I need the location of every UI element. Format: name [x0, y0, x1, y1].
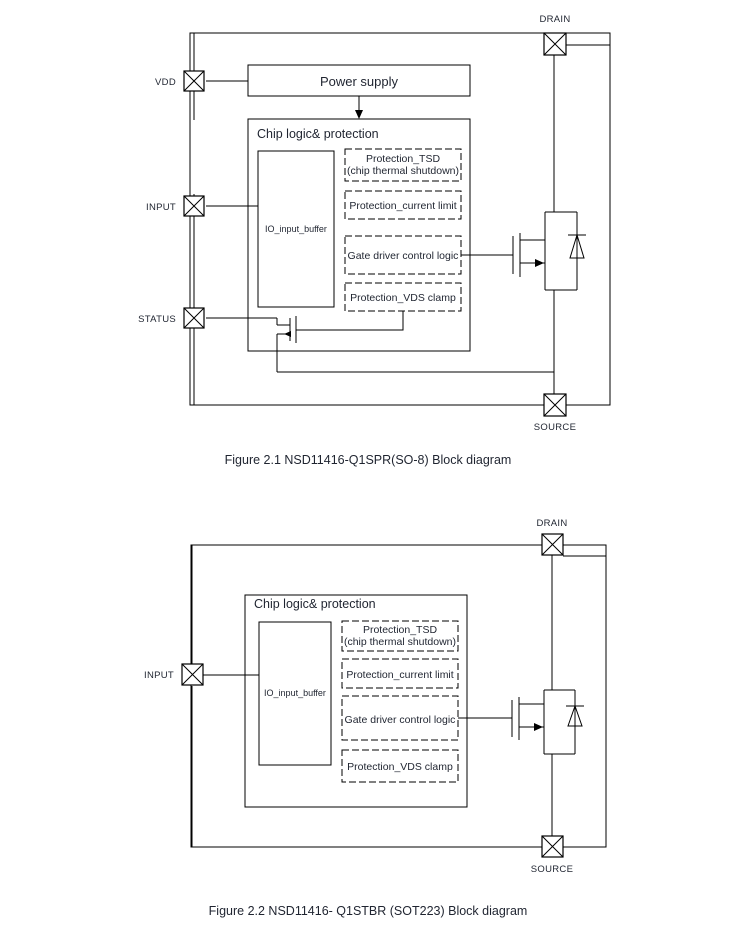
pin-drain-2 [541, 533, 564, 556]
mosfet-source-arrow-1 [535, 259, 544, 267]
pin-status-1 [183, 307, 205, 329]
pin-source-label-1: SOURCE [534, 422, 576, 433]
figure-caption-1: Figure 2.1 NSD11416-Q1SPR(SO-8) Block di… [225, 453, 512, 467]
protection-current-limit-label-2: Protection_current limit [346, 669, 453, 681]
pin-input-label-2: INPUT [144, 670, 174, 681]
protection-tsd-label-line2-2: (chip thermal shutdown) [344, 636, 456, 648]
pin-input-cross-2 [181, 663, 204, 686]
pin-source-2 [541, 835, 564, 858]
protection-vds-clamp-block-2 [341, 749, 459, 783]
chip-logic-block-1 [247, 118, 471, 352]
pin-source-1 [543, 393, 567, 417]
protection-vds-clamp-label-1: Protection_VDS clamp [350, 292, 456, 304]
pin-source-label-2: SOURCE [531, 864, 573, 875]
mosfet-source-arrow-2 [534, 723, 543, 731]
io-input-buffer-label-1: IO_input_buffer [265, 224, 327, 234]
power-supply-label: Power supply [320, 74, 399, 89]
protection-current-limit-label-1: Protection_current limit [349, 200, 456, 212]
pin-vdd-1 [183, 70, 205, 92]
io-input-buffer-block-2 [258, 621, 332, 766]
pin-input-2 [181, 663, 204, 686]
protection-tsd-block-2 [341, 620, 459, 652]
pin-vdd-label-1: VDD [155, 77, 176, 88]
gate-driver-label-1: Gate driver control logic [348, 250, 459, 262]
protection-tsd-label-line1-2: Protection_TSD [363, 624, 438, 636]
pin-drain-1 [543, 32, 567, 56]
pin-status-cross-1 [183, 307, 205, 329]
protection-tsd-label-line1-1: Protection_TSD [366, 153, 441, 165]
protection-current-limit-block-1 [344, 190, 462, 220]
io-input-buffer-label-2: IO_input_buffer [264, 688, 326, 698]
chip-logic-label-2: Chip logic& protection [254, 597, 376, 611]
pin-input-label-1: INPUT [146, 202, 176, 213]
figure-2-1-group: Power supply Chip logic& protection IO_i… [138, 14, 611, 467]
protection-current-limit-block-2 [341, 658, 459, 689]
pin-input-cross-1 [183, 195, 205, 217]
protection-tsd-block-1 [344, 148, 462, 182]
protection-vds-clamp-label-2: Protection_VDS clamp [347, 761, 453, 773]
pin-drain-cross-2 [541, 533, 564, 556]
vds-clamp-to-status-gate-wire [330, 311, 404, 331]
figure-2-2-group: Chip logic& protection IO_input_buffer P… [144, 518, 607, 918]
chip-logic-label-1: Chip logic& protection [257, 127, 379, 141]
pin-source-cross-2 [541, 835, 564, 858]
pin-drain-cross-1 [543, 32, 567, 56]
chip-logic-block-2 [244, 594, 468, 808]
io-input-buffer-block-1 [257, 150, 335, 308]
gate-driver-label-2: Gate driver control logic [345, 714, 456, 726]
protection-tsd-label-line2-1: (chip thermal shutdown) [347, 165, 459, 177]
pin-drain-label-2: DRAIN [536, 518, 567, 529]
pin-status-label-1: STATUS [138, 314, 176, 325]
pin-source-cross-1 [543, 393, 567, 417]
status-mosfet-arrow [284, 331, 291, 337]
pin-drain-label-1: DRAIN [539, 14, 570, 25]
pin-input-1 [183, 195, 205, 217]
power-supply-arrow-head [355, 110, 363, 119]
body-diode-triangle-2 [567, 704, 583, 727]
figure-caption-2: Figure 2.2 NSD11416- Q1STBR (SOT223) Blo… [209, 904, 528, 918]
body-diode-triangle-1 [569, 233, 585, 259]
pin-vdd-cross-1 [183, 70, 205, 92]
